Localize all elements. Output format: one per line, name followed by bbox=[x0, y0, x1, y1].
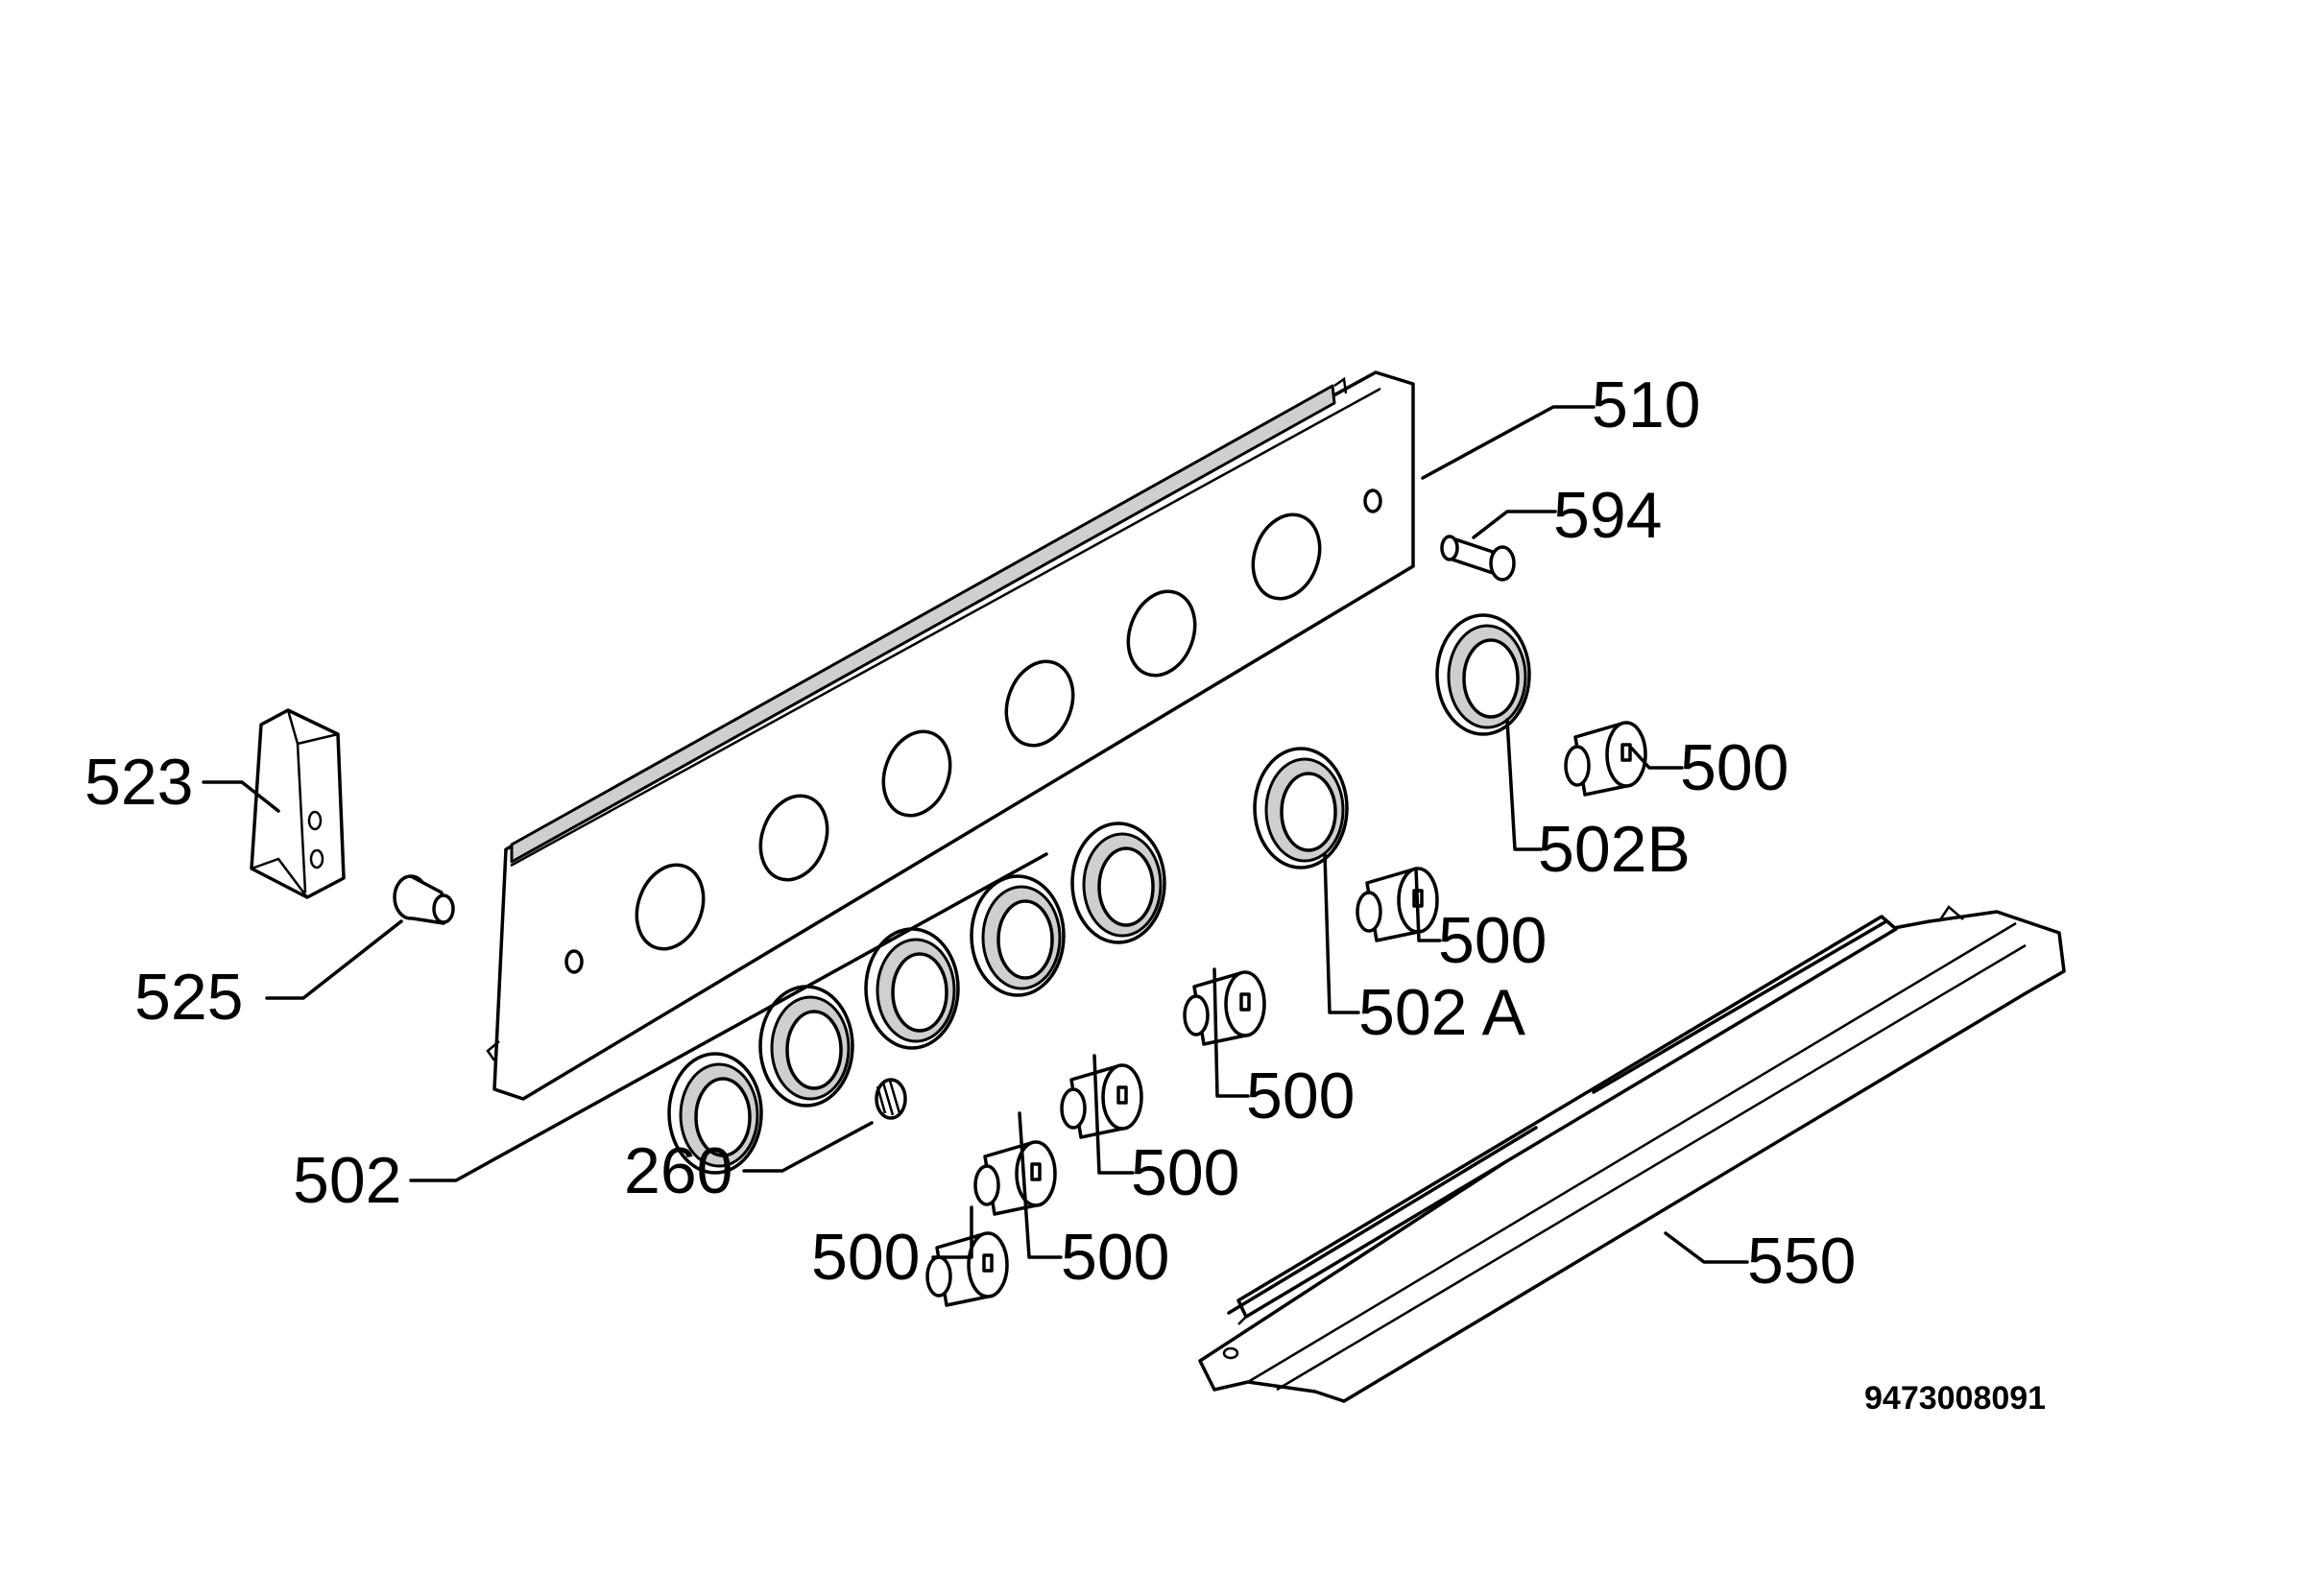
label-500-c: 500 bbox=[1131, 1136, 1239, 1209]
drawing-number: 9473008091 bbox=[1864, 1380, 2046, 1417]
label-500-b: 500 bbox=[1061, 1221, 1169, 1294]
label-525: 525 bbox=[134, 961, 243, 1034]
knob-b bbox=[973, 1140, 1057, 1216]
leader-502a bbox=[1323, 852, 1360, 1014]
knob-e bbox=[1356, 867, 1439, 942]
label-500-d: 500 bbox=[1246, 1060, 1355, 1132]
label-260: 260 bbox=[624, 1134, 732, 1207]
label-550: 550 bbox=[1747, 1225, 1856, 1298]
label-500-a: 500 bbox=[811, 1221, 920, 1294]
leader-502b bbox=[1505, 718, 1543, 851]
knob-a bbox=[925, 1231, 1009, 1307]
spring bbox=[875, 1078, 907, 1120]
leader-lines bbox=[202, 405, 1749, 1264]
leader-502 bbox=[409, 852, 1048, 1182]
knob-f bbox=[1564, 721, 1647, 797]
label-510: 510 bbox=[1592, 369, 1700, 441]
bezel-502b bbox=[1435, 613, 1531, 736]
leader-500-f bbox=[1630, 747, 1684, 770]
knob-c bbox=[1060, 1063, 1143, 1139]
leader-500-b bbox=[1018, 1111, 1063, 1259]
leader-500-e bbox=[1414, 867, 1442, 942]
mounting-bracket bbox=[250, 708, 346, 899]
bezel-502a bbox=[1253, 747, 1349, 869]
leader-260 bbox=[742, 1121, 874, 1173]
leader-550 bbox=[1664, 1231, 1749, 1264]
label-500-e: 500 bbox=[1438, 904, 1547, 977]
label-502a: 502 A bbox=[1358, 976, 1526, 1049]
pin bbox=[1440, 535, 1516, 582]
leader-594 bbox=[1472, 510, 1557, 539]
part-labels: 510 594 523 525 502 502 A 502B 260 550 5… bbox=[84, 369, 2046, 1417]
leader-500-c bbox=[1092, 1054, 1135, 1175]
label-502b: 502B bbox=[1538, 813, 1691, 886]
leader-500-a bbox=[931, 1205, 973, 1259]
leader-523 bbox=[202, 780, 280, 813]
label-500-f: 500 bbox=[1680, 731, 1788, 804]
label-523: 523 bbox=[84, 746, 193, 819]
label-502: 502 bbox=[293, 1144, 401, 1217]
leader-500-d bbox=[1212, 967, 1250, 1098]
label-594: 594 bbox=[1553, 479, 1662, 552]
trim-strip bbox=[1198, 905, 2066, 1403]
control-panel bbox=[486, 370, 1415, 1101]
screw bbox=[393, 874, 455, 925]
knob-d bbox=[1183, 970, 1266, 1046]
leader-510 bbox=[1421, 405, 1596, 480]
leader-525 bbox=[265, 919, 403, 1000]
